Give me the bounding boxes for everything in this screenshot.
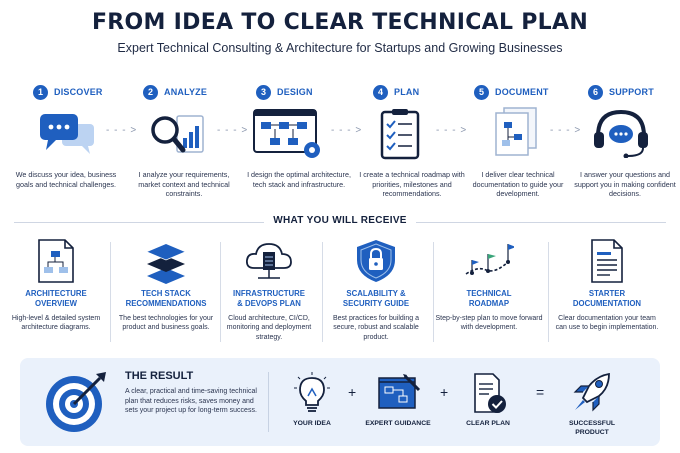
rocket-icon — [573, 372, 610, 412]
page-title: FROM IDEA TO CLEAR TECHNICAL PLAN — [91, 10, 589, 35]
equation-label: YOUR IDEA — [293, 420, 331, 427]
step-number: 1 — [33, 84, 48, 100]
step-label: SUPPORT — [609, 87, 654, 97]
diagram-document-icon — [38, 239, 74, 283]
flow-arrow: - - - > — [331, 125, 363, 136]
flow-arrow: - - - > — [550, 125, 582, 136]
step-description: I design the optimal architecture, tech … — [247, 170, 351, 189]
step-description: I answer your questions and support you … — [574, 170, 676, 199]
step-label: ANALYZE — [164, 87, 208, 97]
result-divider — [268, 372, 269, 432]
deliverable-title: DOCUMENTATION — [572, 299, 642, 308]
chat-bubbles-icon — [40, 114, 94, 154]
step-label: PLAN — [394, 87, 420, 97]
result-description: A clear, practical and time-saving techn… — [125, 388, 257, 414]
checklist-clipboard-icon — [380, 109, 420, 160]
step-number: 3 — [256, 84, 271, 100]
step-label: DESIGN — [277, 87, 313, 97]
step-description: I create a technical roadmap with priori… — [359, 170, 465, 199]
step-description: I deliver clear technical documentation … — [472, 170, 564, 199]
column-divider — [110, 242, 111, 342]
equation-label: CLEAR PLAN — [466, 420, 510, 427]
step-description: I analyze your requirements, market cont… — [138, 170, 230, 199]
cloud-server-icon — [245, 243, 292, 279]
column-divider — [433, 242, 434, 342]
plus-sign: + — [440, 384, 449, 400]
step-number: 5 — [474, 84, 489, 100]
step-analyze: 2 ANALYZE — [143, 84, 243, 100]
step-document: 5 DOCUMENT — [474, 84, 574, 100]
deliverable-title: OVERVIEW — [35, 299, 77, 308]
deliverable-title: TECH STACK — [141, 289, 191, 298]
equation-label: SUCCESSFUL — [568, 420, 616, 427]
plus-sign: + — [348, 384, 357, 400]
equals-sign: = — [536, 384, 545, 400]
result-title: THE RESULT — [125, 370, 194, 382]
flow-arrow: - - - > — [436, 125, 468, 136]
flow-arrow: - - - > — [106, 125, 138, 136]
equation-label: PRODUCT — [575, 428, 609, 436]
roadmap-flags-icon — [465, 244, 514, 275]
equation-your-idea: YOUR IDEA — [272, 372, 352, 429]
column-divider — [548, 242, 549, 342]
document-icon — [591, 239, 623, 283]
shield-lock-icon — [357, 240, 395, 282]
column-divider — [322, 242, 323, 342]
equation-expert-guidance: EXPERT GUIDANCE — [358, 372, 438, 429]
document-check-icon — [474, 373, 506, 413]
deliverable-description: Step-by-step plan to move forward with d… — [435, 315, 543, 332]
flow-arrow: - - - > — [217, 125, 249, 136]
blueprint-icon — [378, 374, 421, 409]
layers-icon — [146, 244, 186, 284]
deliverable-infrastructure: INFRASTRUCTURE& DEVOPS PLAN Cloud archit… — [215, 238, 323, 348]
deliverable-title: & DEVOPS PLAN — [237, 299, 301, 308]
deliverable-title: RECOMMENDATIONS — [125, 299, 207, 308]
step-description: We discuss your idea, business goals and… — [15, 170, 117, 189]
deliverable-title: SCALABILITY & — [346, 289, 406, 298]
deliverable-description: Best practices for building a secure, ro… — [333, 315, 419, 341]
equation-label: EXPERT GUIDANCE — [365, 420, 431, 427]
deliverable-description: The best technologies for your product a… — [118, 315, 214, 332]
receive-title: WHAT YOU WILL RECEIVE — [273, 215, 407, 226]
step-plan: 4 PLAN — [373, 84, 473, 100]
step-number: 6 — [588, 84, 603, 100]
step-number: 4 — [373, 84, 388, 100]
section-divider — [14, 222, 264, 223]
equation-clear-plan: CLEAR PLAN — [448, 372, 528, 429]
architecture-gear-icon — [253, 109, 320, 158]
step-label: DOCUMENT — [495, 87, 549, 97]
magnifier-chart-icon — [151, 115, 204, 153]
deliverable-title: ARCHITECTURE — [25, 289, 87, 298]
step-support: 6 SUPPORT — [588, 84, 680, 100]
deliverable-description: High-level & detailed system architectur… — [11, 315, 101, 332]
deliverable-title: TECHNICAL — [466, 289, 512, 298]
deliverable-title: INFRASTRUCTURE — [233, 289, 305, 298]
documents-icon — [495, 107, 537, 156]
deliverable-title: SECURITY GUIDE — [342, 299, 410, 308]
page-subtitle: Expert Technical Consulting & Architectu… — [117, 41, 563, 55]
headset-icon — [594, 109, 648, 158]
deliverable-title: STARTER — [588, 289, 626, 298]
deliverable-description: Cloud architecture, CI/CD, monitoring an… — [226, 315, 312, 341]
column-divider — [220, 242, 221, 342]
deliverable-title: ROADMAP — [468, 299, 510, 308]
step-number: 2 — [143, 84, 158, 100]
deliverable-description: Clear documentation your team can use to… — [555, 315, 659, 332]
target-icon — [46, 372, 106, 432]
result-panel: THE RESULT A clear, practical and time-s… — [20, 358, 660, 446]
deliverable-scalability-security: SCALABILITY &SECURITY GUIDE Best practic… — [322, 238, 430, 348]
section-divider — [416, 222, 666, 223]
step-label: DISCOVER — [54, 87, 103, 97]
step-discover: 1 DISCOVER — [33, 84, 133, 100]
lightbulb-icon — [294, 372, 330, 412]
step-design: 3 DESIGN — [256, 84, 356, 100]
